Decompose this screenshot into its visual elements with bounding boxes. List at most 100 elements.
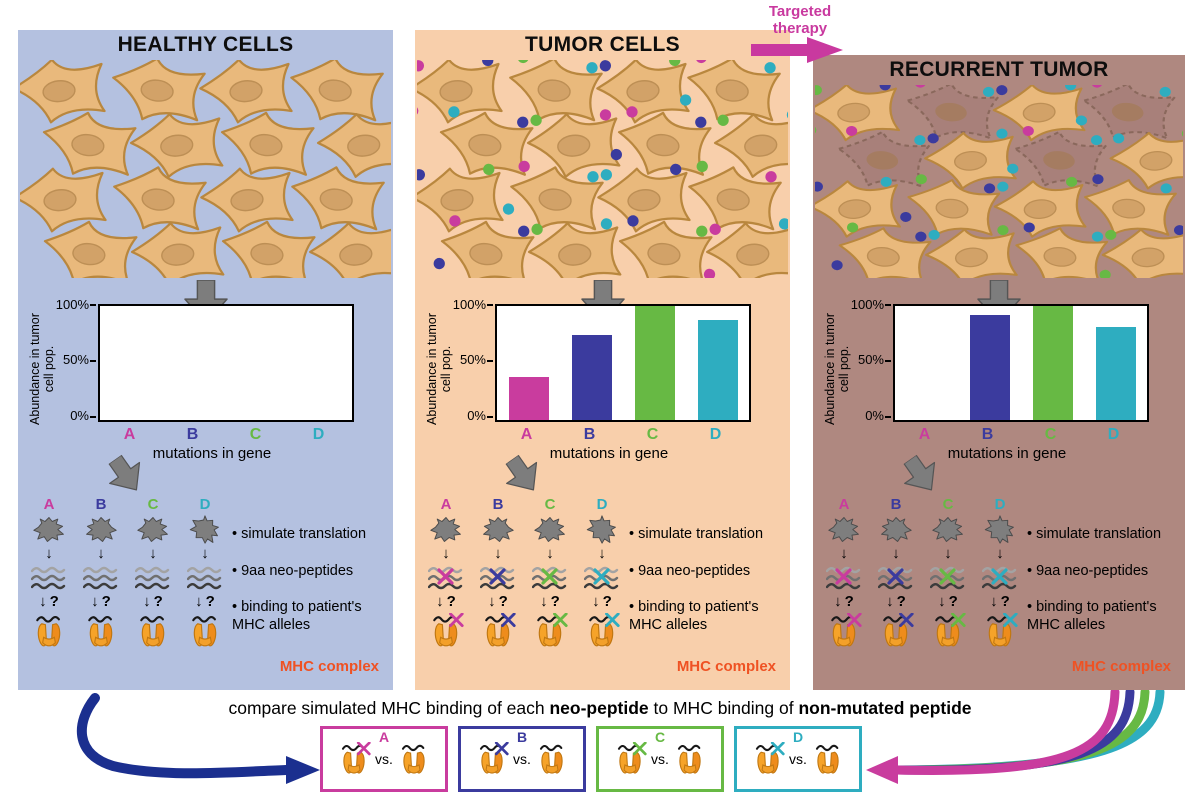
gene-letter-a: A: [918, 426, 931, 443]
gene-letter-d: D: [312, 426, 325, 443]
tick-100: 100%: [452, 297, 486, 312]
down-arrow-icon: ↓: [944, 545, 952, 562]
bound-peptide-x-icon: [951, 613, 966, 628]
peptides-icon: [532, 566, 567, 590]
protein-icon: [137, 517, 168, 542]
comparison-row: vs.: [475, 742, 569, 776]
bound-peptide-x-icon: [449, 613, 464, 628]
binding-question: ↓?: [436, 593, 456, 610]
mutation-columns: A ↓ ↓? B ↓ ↓? C ↓: [26, 496, 228, 649]
abundance-chart-recurrent: Abundance in tumor cell pop. 100% 50% 0%…: [817, 297, 1183, 470]
chart-y-ticks: 100% 50% 0%: [851, 297, 891, 423]
bullet-mhc-binding: binding to patient's MHC alleles: [1027, 599, 1185, 634]
chart-y-ticks: 100% 50% 0%: [56, 297, 96, 423]
binding-question: ↓?: [39, 593, 59, 610]
comparison-row: vs.: [613, 742, 707, 776]
down-arrow-icon: ↓: [436, 593, 444, 610]
down-arrow-icon: ↓: [840, 545, 848, 562]
panel-tumor-cells: TUMOR CELLS Abundance in tumor cell pop.…: [415, 30, 790, 690]
gene-letters-row: A B C D: [495, 426, 747, 444]
tick-100: 100%: [55, 297, 89, 312]
question-mark: ?: [101, 593, 111, 610]
binding-question: ↓?: [592, 593, 612, 610]
protein-icon: [828, 517, 859, 542]
binding-question: ↓?: [540, 593, 560, 610]
mhc-complex-icon: [88, 615, 113, 647]
question-mark: ?: [205, 593, 215, 610]
peptides-icon: [187, 566, 222, 590]
chart-ylabel: Abundance in tumor cell pop.: [823, 313, 852, 425]
panel-title-tumor: TUMOR CELLS: [525, 33, 680, 56]
gene-letter-c: C: [249, 426, 262, 443]
mutation-column-c: C ↓ ↓?: [925, 496, 971, 649]
targeted-therapy-line2: therapy: [772, 19, 828, 37]
gene-letter-d: D: [709, 426, 722, 443]
abundance-chart-tumor: Abundance in tumor cell pop. 100% 50% 0%…: [419, 297, 785, 470]
mutation-column-d: D ↓ ↓?: [579, 496, 625, 649]
peptides-icon: [428, 566, 463, 590]
comparison-row: vs.: [337, 742, 431, 776]
tick-100: 100%: [850, 297, 884, 312]
down-arrow-icon: ↓: [91, 593, 99, 610]
mhc-complex-icon: [485, 613, 516, 647]
gene-letters-row: A B C D: [893, 426, 1145, 444]
down-arrow-icon: ↓: [97, 545, 105, 562]
gene-letter-c: C: [646, 426, 659, 443]
targeted-therapy-line1: Targeted: [768, 3, 832, 20]
down-arrow-icon: ↓: [996, 545, 1004, 562]
binding-question: ↓?: [143, 593, 163, 610]
mhc-complex-icon: [537, 613, 568, 647]
healthy-cells-illustration: [20, 60, 391, 278]
column-letter-b: B: [890, 496, 902, 513]
mhc-complex-label: MHC complex: [676, 658, 776, 675]
peptides-icon: [135, 566, 170, 590]
mhc-non-mutated-icon: [401, 744, 426, 775]
peptides-icon: [31, 566, 66, 590]
tick-50: 50%: [459, 352, 486, 367]
gene-letter-b: B: [981, 426, 994, 443]
mutation-column-b: B ↓ ↓?: [78, 496, 124, 649]
binding-question: ↓?: [195, 593, 215, 610]
comparison-box-d: D vs.: [734, 726, 862, 792]
bound-peptide-x-icon: [605, 613, 620, 628]
gene-letter-b: B: [186, 426, 199, 443]
column-letter-c: C: [942, 496, 954, 513]
bar-d: [697, 319, 738, 420]
bullet-neo-peptides: 9aa neo-peptides: [629, 563, 787, 581]
peptides-icon: [480, 566, 515, 590]
tick-mark: [90, 360, 96, 362]
mhc-complex-icon: [36, 615, 61, 647]
bar-b: [969, 315, 1010, 420]
pipeline-bullets: simulate translation 9aa neo-peptides bi…: [1027, 526, 1185, 654]
bound-peptide-x-icon: [501, 613, 516, 628]
down-arrow-icon: ↓: [201, 545, 209, 562]
tick-mark: [90, 416, 96, 418]
chart-y-ticks: 100% 50% 0%: [453, 297, 493, 423]
mhc-complex-icon: [589, 613, 620, 647]
bar-c: [634, 306, 675, 420]
column-letter-a: A: [43, 496, 55, 513]
compare-bold-non-mutated: non-mutated peptide: [798, 698, 972, 718]
bullet-mhc-binding: binding to patient's MHC alleles: [629, 599, 787, 634]
question-mark: ?: [153, 593, 163, 610]
neo-peptide-x-icon: [632, 742, 647, 756]
panel-title-healthy: HEALTHY CELLS: [117, 33, 294, 56]
binding-question: ↓?: [990, 593, 1010, 610]
column-letter-d: D: [596, 496, 608, 513]
binding-question: ↓?: [488, 593, 508, 610]
mutation-column-b: B ↓ ↓?: [475, 496, 521, 649]
question-mark: ?: [1000, 593, 1010, 610]
protein-icon: [980, 510, 1020, 549]
peptides-icon: [878, 566, 913, 590]
down-arrow-icon: ↓: [592, 593, 600, 610]
comparison-box-c: C vs.: [596, 726, 724, 792]
bound-peptide-x-icon: [553, 613, 568, 628]
bullet-neo-peptides: 9aa neo-peptides: [232, 563, 390, 581]
panel-healthy-cells: HEALTHY CELLS Abundance in tumor cell po…: [18, 30, 393, 690]
mhc-complex-icon: [433, 613, 464, 647]
column-letter-b: B: [95, 496, 107, 513]
gene-letters-row: A B C D: [98, 426, 350, 444]
bullet-mhc-binding: binding to patient's MHC alleles: [232, 599, 390, 634]
tick-0: 0%: [467, 408, 486, 423]
down-arrow-icon: ↓: [39, 593, 47, 610]
